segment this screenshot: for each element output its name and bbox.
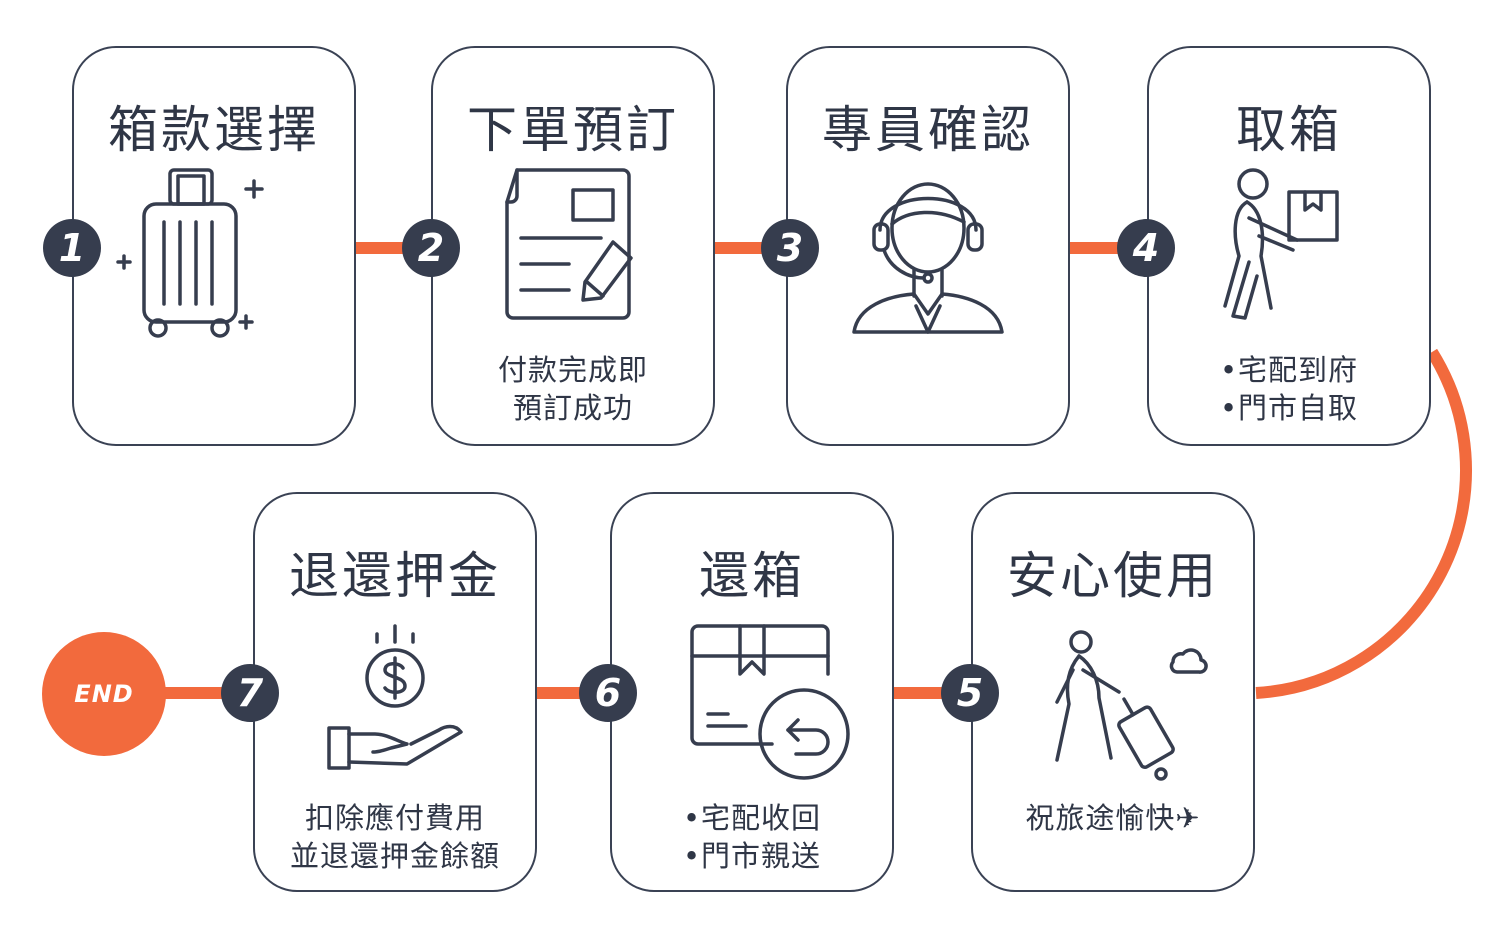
step-title: 下單預訂: [467, 101, 679, 159]
description-line: 扣除應付費用: [304, 801, 485, 835]
description-line: •宅配到府: [1219, 353, 1359, 387]
step-card-2: 下單預訂 付款完成即 預訂成功: [431, 46, 715, 446]
step-number-badge-7: 7: [221, 664, 279, 722]
description-line: 並退還押金餘額: [289, 839, 500, 873]
step-description: 扣除應付費用 並退還押金餘額: [255, 799, 535, 875]
step-card-4: 取箱 •宅配到府 •門市自取: [1147, 46, 1431, 446]
customer-service-headset-icon: [788, 166, 1068, 341]
step-card-3: 專員確認: [786, 46, 1070, 446]
box-return-icon: [612, 612, 892, 787]
end-badge: END: [42, 632, 166, 756]
step-number-badge-6: 6: [579, 664, 637, 722]
step-title: 箱款選擇: [108, 101, 320, 159]
suitcase-icon: [74, 166, 354, 341]
description-line: •門市親送: [682, 839, 822, 873]
step-title: 取箱: [1236, 101, 1342, 159]
step-number-badge-4: 4: [1117, 219, 1175, 277]
step-number-badge-1: 1: [43, 219, 101, 277]
step-number-badge-2: 2: [402, 219, 460, 277]
description-line: 祝旅途愉快✈: [1025, 801, 1201, 835]
step-card-1: 箱款選擇: [72, 46, 356, 446]
traveler-with-luggage-icon: [973, 612, 1253, 787]
description-line: •門市自取: [1219, 391, 1359, 425]
description-line: 付款完成即: [497, 353, 648, 387]
step-title: 還箱: [699, 547, 805, 605]
step-description: •宅配到府 •門市自取: [1149, 351, 1429, 427]
step-number-badge-3: 3: [761, 219, 819, 277]
step-description: •宅配收回 •門市親送: [612, 799, 892, 875]
step-title: 專員確認: [822, 101, 1034, 159]
document-pencil-icon: [433, 166, 713, 341]
person-carrying-box-icon: [1149, 166, 1429, 341]
step-card-7: 退還押金 扣除應付費用 並退還押金餘額: [253, 492, 537, 892]
step-card-6: 還箱 •宅配收回 •門市親送: [610, 492, 894, 892]
step-description: 祝旅途愉快✈: [973, 799, 1253, 837]
step-card-5: 安心使用 祝旅途愉快✈: [971, 492, 1255, 892]
step-number-badge-5: 5: [941, 664, 999, 722]
hand-coin-refund-icon: [255, 612, 535, 787]
step-description: 付款完成即 預訂成功: [433, 351, 713, 427]
step-title: 退還押金: [289, 547, 501, 605]
description-line: 預訂成功: [512, 391, 633, 425]
description-line: •宅配收回: [682, 801, 822, 835]
step-title: 安心使用: [1007, 547, 1219, 605]
